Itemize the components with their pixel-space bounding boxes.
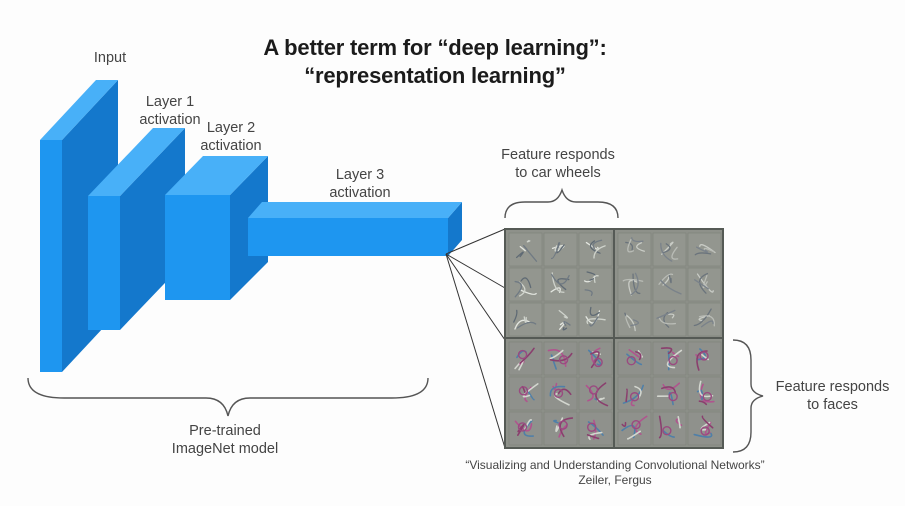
- car-wheels-label: Feature responds to car wheels: [488, 146, 628, 182]
- model-brace: [28, 378, 428, 416]
- input-label: Input: [80, 49, 140, 67]
- feature-thumbnail: [509, 233, 542, 266]
- feature-thumbnail: [688, 412, 721, 445]
- citation-paper: “Visualizing and Understanding Convoluti…: [430, 458, 800, 473]
- feature-thumbnail: [579, 233, 612, 266]
- faces-label-line2: to faces: [770, 396, 895, 414]
- feature-thumbnail: [509, 342, 542, 375]
- feature-thumbnail: [618, 377, 651, 410]
- projection-lines: [446, 229, 505, 448]
- feature-thumbnail: [509, 303, 542, 336]
- feature-thumbnail: [579, 303, 612, 336]
- feature-thumbnail: [688, 303, 721, 336]
- faces-brace: [733, 340, 763, 452]
- feature-thumbnail: [509, 377, 542, 410]
- layer2-label-line1: Layer 2: [191, 119, 271, 137]
- feature-thumbnail: [688, 377, 721, 410]
- citation: “Visualizing and Understanding Convoluti…: [430, 458, 800, 488]
- layer3-block: [248, 202, 462, 256]
- citation-authors: Zeiler, Fergus: [430, 473, 800, 488]
- model-label-line1: Pre-trained: [150, 422, 300, 440]
- feature-thumbnail: [688, 342, 721, 375]
- layer2-label-line2: activation: [191, 137, 271, 155]
- car-wheels-label-line1: Feature responds: [488, 146, 628, 164]
- feature-thumbnail: [509, 412, 542, 445]
- feature-thumbnail: [653, 268, 686, 301]
- feature-thumbnail: [618, 303, 651, 336]
- feature-thumbnail: [618, 233, 651, 266]
- feature-thumbnail: [544, 303, 577, 336]
- model-label: Pre-trained ImageNet model: [150, 422, 300, 458]
- layer3-label-line2: activation: [318, 184, 402, 202]
- feature-thumbnail: [544, 412, 577, 445]
- feature-thumbnail: [618, 412, 651, 445]
- feature-thumbnail: [653, 342, 686, 375]
- feature-thumbnail: [688, 233, 721, 266]
- feature-thumbnail: [509, 268, 542, 301]
- feature-thumbnail: [579, 268, 612, 301]
- car-wheels-label-line2: to car wheels: [488, 164, 628, 182]
- feature-thumbnail: [544, 342, 577, 375]
- faces-label: Feature responds to faces: [770, 378, 895, 414]
- layer1-label-line1: Layer 1: [130, 93, 210, 111]
- feature-thumbnail: [579, 342, 612, 375]
- feature-thumbnail: [653, 233, 686, 266]
- layer3-label: Layer 3 activation: [318, 166, 402, 202]
- feature-thumbnail: [544, 268, 577, 301]
- feature-thumbnail: [618, 342, 651, 375]
- layer3-label-line1: Layer 3: [318, 166, 402, 184]
- feature-thumbnail: [579, 377, 612, 410]
- feature-grid: [505, 229, 723, 448]
- feature-thumbnail: [618, 268, 651, 301]
- feature-thumbnail: [579, 412, 612, 445]
- layer2-label: Layer 2 activation: [191, 119, 271, 155]
- faces-label-line1: Feature responds: [770, 378, 895, 396]
- car-wheels-brace: [505, 190, 618, 218]
- feature-thumbnail: [544, 377, 577, 410]
- model-label-line2: ImageNet model: [150, 440, 300, 458]
- feature-thumbnail: [653, 412, 686, 445]
- feature-thumbnail: [688, 268, 721, 301]
- feature-thumbnail: [653, 303, 686, 336]
- feature-thumbnail: [653, 377, 686, 410]
- feature-thumbnail: [544, 233, 577, 266]
